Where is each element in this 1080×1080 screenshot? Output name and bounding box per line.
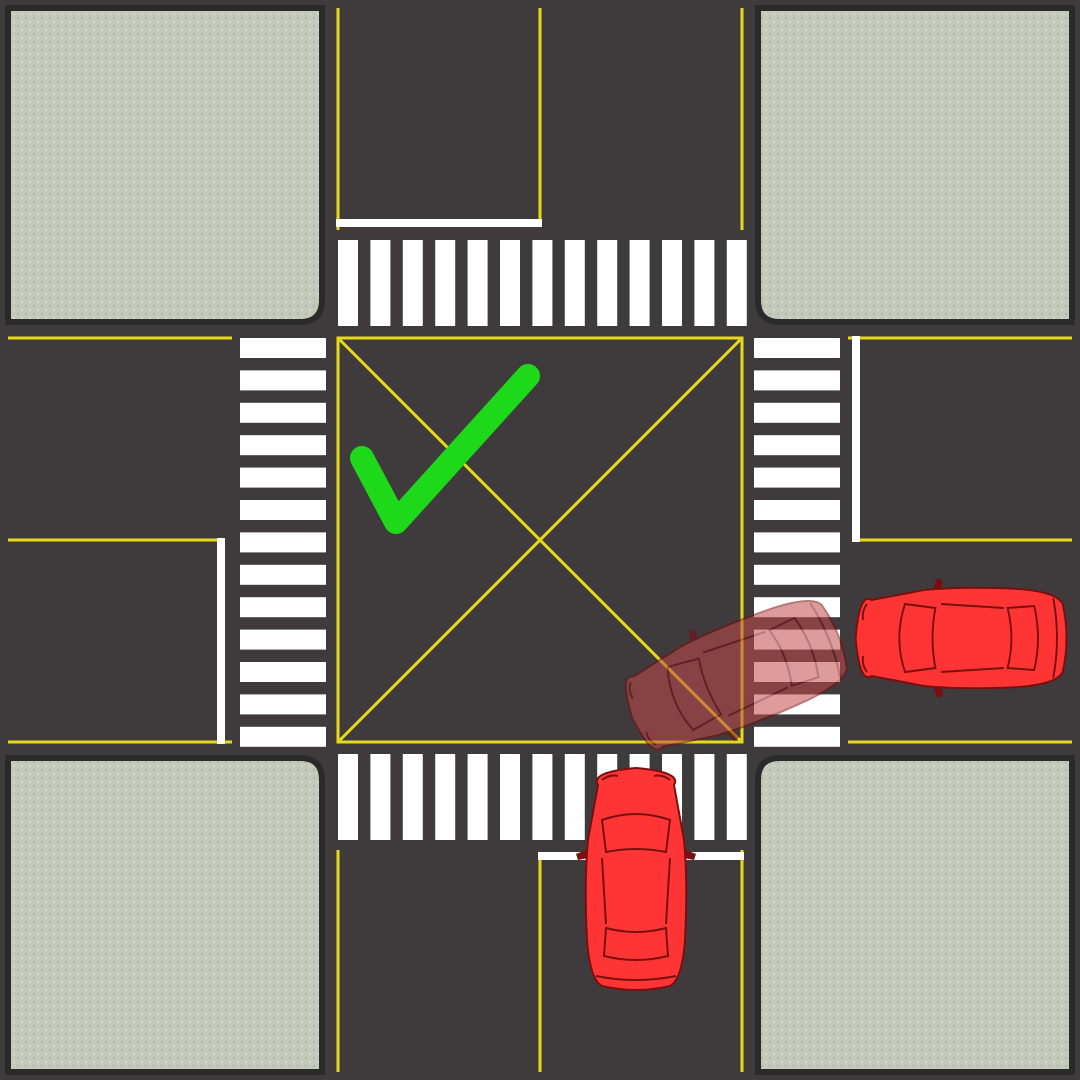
crosswalk-south-stripe bbox=[402, 754, 423, 840]
crosswalk-north-stripe bbox=[435, 240, 456, 326]
sidewalk-ne bbox=[755, 5, 1075, 325]
crosswalk-east-stripe bbox=[754, 467, 840, 488]
crosswalk-north-stripe bbox=[467, 240, 488, 326]
crosswalk-north-stripe bbox=[597, 240, 618, 326]
crosswalk-north-stripe bbox=[662, 240, 682, 326]
crosswalk-west-stripe bbox=[240, 338, 326, 358]
crosswalk-east-stripe bbox=[754, 370, 840, 391]
crosswalk-west-stripe bbox=[240, 726, 326, 747]
crosswalk-east-stripe bbox=[754, 564, 840, 585]
crosswalk-north-stripe bbox=[338, 240, 358, 326]
crosswalk-south-stripe bbox=[338, 754, 358, 840]
crosswalk-south-stripe bbox=[564, 754, 585, 840]
sidewalks bbox=[5, 5, 1075, 1075]
crosswalk-north-stripe bbox=[629, 240, 650, 326]
crosswalk-west-stripe bbox=[240, 467, 326, 488]
sidewalk-sw bbox=[5, 755, 325, 1075]
crosswalk-east-stripe bbox=[754, 338, 840, 358]
crosswalk-east-stripe bbox=[754, 726, 840, 747]
crosswalk-north-stripe bbox=[402, 240, 423, 326]
crosswalk-east-stripe bbox=[754, 500, 840, 520]
crosswalk-west-stripe bbox=[240, 435, 326, 456]
crosswalk-south-stripe bbox=[500, 754, 520, 840]
crosswalk-east-stripe bbox=[754, 402, 840, 423]
sidewalk-nw bbox=[5, 5, 325, 325]
crosswalk-north-stripe bbox=[726, 240, 747, 326]
crosswalk-south-stripe bbox=[532, 754, 553, 840]
crosswalk-west-stripe bbox=[240, 629, 326, 650]
crosswalk-south-stripe bbox=[370, 754, 391, 840]
lane-lines bbox=[8, 8, 1072, 1072]
crosswalk-west-stripe bbox=[240, 532, 326, 553]
sidewalk-se bbox=[755, 755, 1075, 1075]
crosswalk-west-stripe bbox=[240, 597, 326, 618]
crosswalk-east-stripe bbox=[754, 532, 840, 553]
crosswalk-west-stripe bbox=[240, 402, 326, 423]
crosswalk-west-stripe bbox=[240, 564, 326, 585]
crosswalk-north-stripe bbox=[532, 240, 553, 326]
crosswalk-south-stripe bbox=[435, 754, 456, 840]
crosswalk-north-stripe bbox=[370, 240, 391, 326]
crosswalk-north-stripe bbox=[694, 240, 715, 326]
checkmark-icon bbox=[350, 364, 540, 534]
crosswalk-south-stripe bbox=[467, 754, 488, 840]
crosswalk-north-stripe bbox=[500, 240, 520, 326]
crosswalk-west-stripe bbox=[240, 694, 326, 715]
crosswalk-south-stripe bbox=[726, 754, 747, 840]
crosswalk-south-stripe bbox=[694, 754, 715, 840]
crosswalk-west-stripe bbox=[240, 370, 326, 391]
crosswalk-north-stripe bbox=[564, 240, 585, 326]
crosswalk-east-stripe bbox=[754, 435, 840, 456]
crosswalk-west-stripe bbox=[240, 500, 326, 520]
crosswalk-west-stripe bbox=[240, 662, 326, 682]
